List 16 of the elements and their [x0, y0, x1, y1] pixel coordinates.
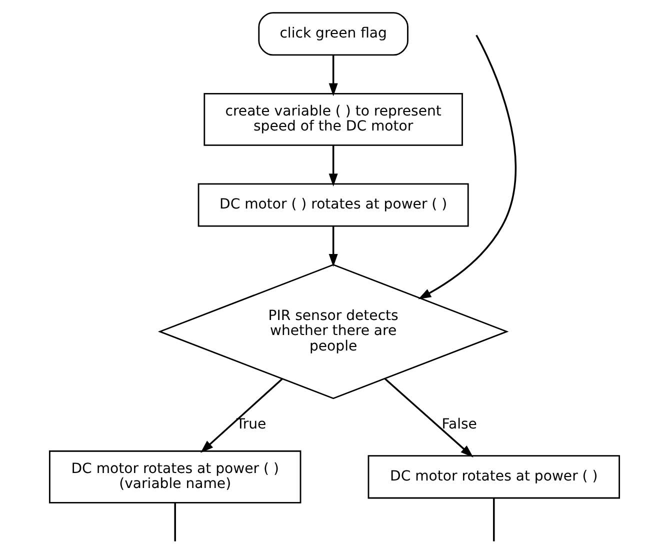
connector	[492, 498, 494, 542]
arrow	[328, 55, 338, 96]
arrow	[418, 34, 516, 300]
node-diamond: PIR sensor detects whether there are people	[157, 264, 508, 400]
node-box: click green flag	[258, 12, 408, 56]
node-box: create variable ( ) to represent speed of the DC motor	[203, 92, 462, 146]
edge-label: False	[441, 416, 476, 432]
node-box: DC motor rotates at power ( )	[367, 455, 620, 499]
node-box: DC motor ( ) rotates at power ( )	[197, 183, 468, 227]
arrow	[200, 378, 282, 453]
connector	[174, 502, 176, 542]
edge-label: True	[236, 416, 266, 432]
node-box: DC motor rotates at power ( ) (variable name)	[48, 450, 301, 504]
arrow	[328, 146, 338, 187]
arrow	[328, 226, 338, 267]
arrow	[384, 378, 473, 458]
